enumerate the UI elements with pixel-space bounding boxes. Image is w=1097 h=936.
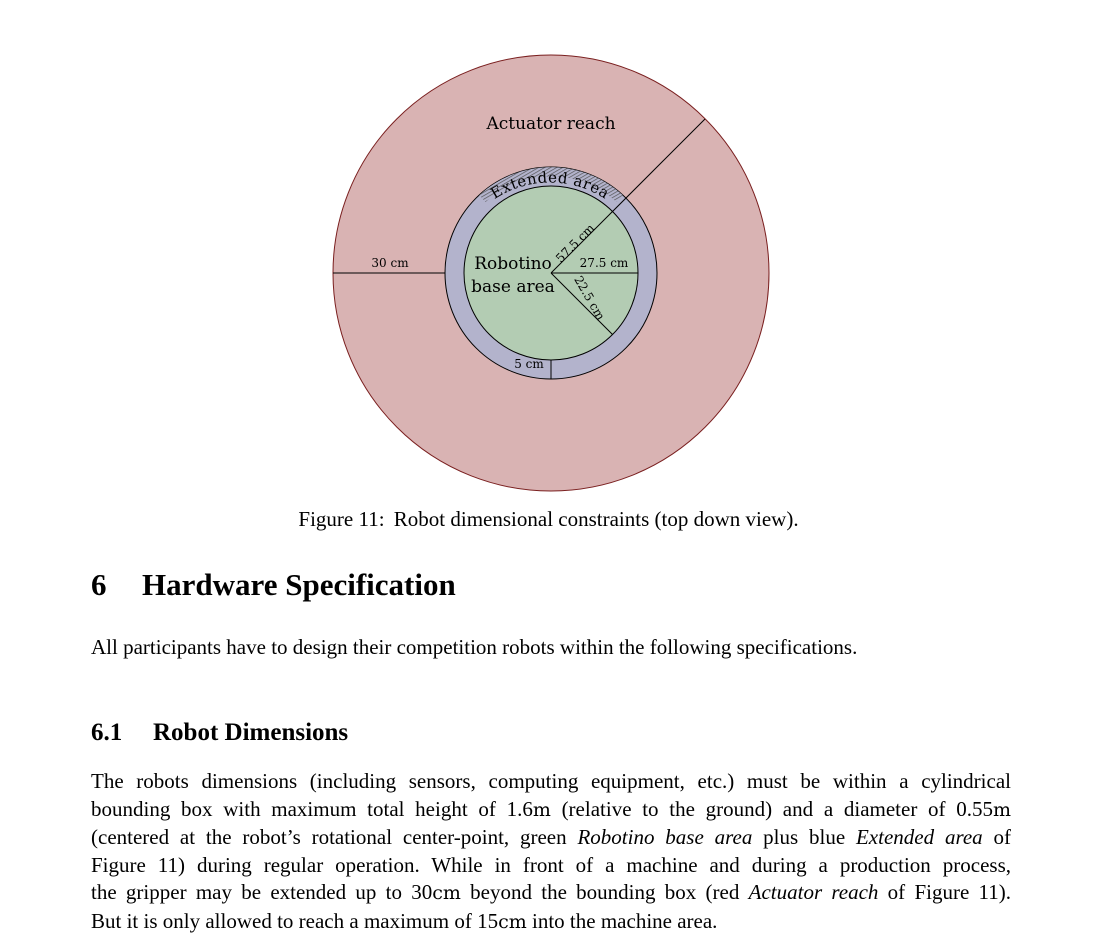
paragraph-line: But it is only allowed to reach a maximu… <box>91 908 1011 936</box>
subsection-number: 6.1 <box>91 716 153 750</box>
dim-27-label: 27.5 cm <box>580 256 629 270</box>
paragraph-line: bounding box with maximum total height o… <box>91 796 1011 825</box>
actuator-reach-label: Actuator reach <box>485 114 615 134</box>
dim-30-label: 30 cm <box>371 256 409 270</box>
figure-caption-text: Robot dimensional constraints (top down … <box>394 507 799 531</box>
section-number: 6 <box>91 565 142 605</box>
robotino-label: Robotino <box>474 254 552 274</box>
paragraph-line: (centered at the robot’s rotational cent… <box>91 824 1011 852</box>
dim-5-label: 5 cm <box>514 357 544 371</box>
section-intro: All participants have to design their co… <box>91 633 1021 661</box>
base-area-label: base area <box>471 277 555 297</box>
figure-caption: Figure 11: Robot dimensional constraints… <box>0 505 1097 533</box>
figure-number: Figure 11: <box>298 507 384 531</box>
robot-dimension-figure: Actuator reach Extended area Robotino ba… <box>0 0 1097 500</box>
subsection-title: Robot Dimensions <box>153 719 348 746</box>
paragraph-line: The robots dimensions (including sensors… <box>91 768 1011 796</box>
robot-dimensions-paragraph: The robots dimensions (including sensors… <box>91 768 1011 936</box>
paragraph-line: the gripper may be extended up to 30cm b… <box>91 879 1011 908</box>
section-title: Hardware Specification <box>142 567 456 602</box>
paragraph-line: Figure 11) during regular operation. Whi… <box>91 852 1011 880</box>
